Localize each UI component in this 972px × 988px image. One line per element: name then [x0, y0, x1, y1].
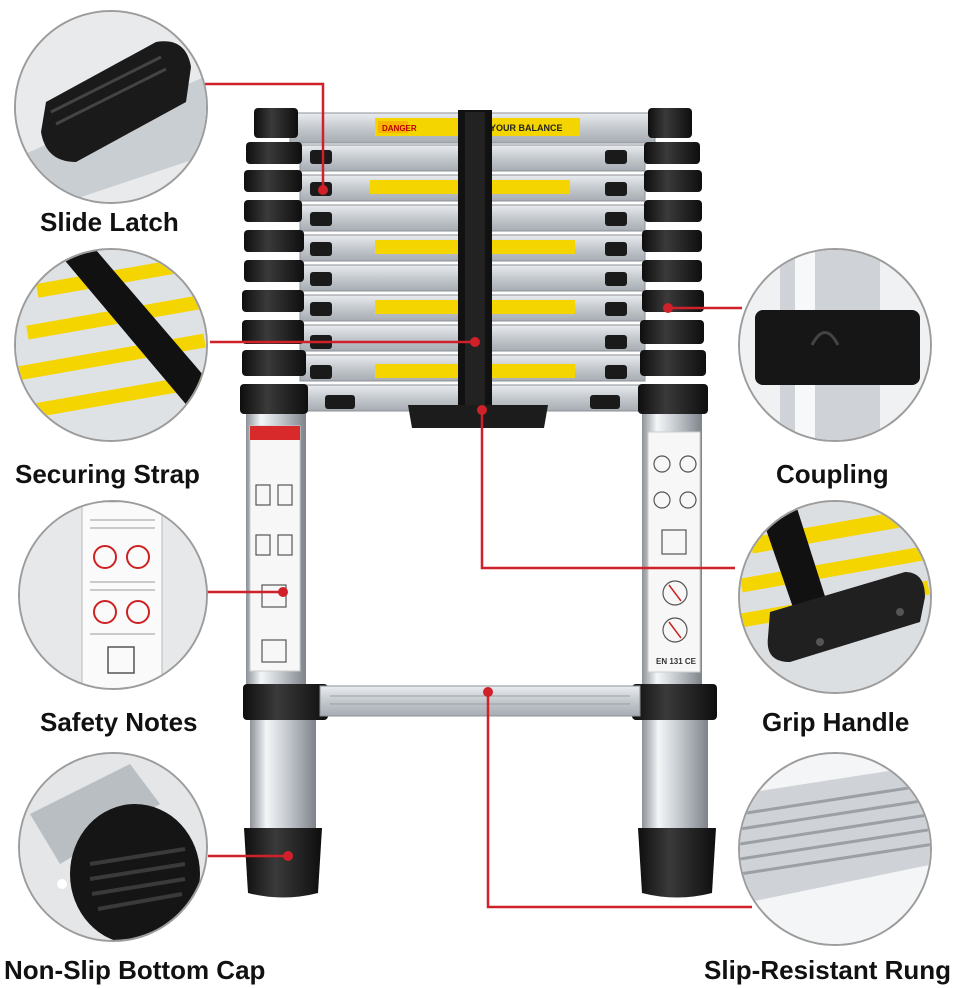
left-lower-coupling: [243, 684, 328, 720]
detail-coupling: [738, 248, 932, 442]
detail-slide-latch: [14, 10, 208, 204]
detail-securing-strap: [14, 248, 208, 442]
label-coupling: Coupling: [776, 459, 889, 489]
bottom-rung: [319, 685, 641, 717]
label-slip-resistant-rung: Slip-Resistant Rung: [704, 955, 952, 985]
callout-dots: [278, 185, 673, 861]
detail-safety-notes: [18, 500, 208, 690]
grip-handle-part: [408, 405, 548, 428]
label-non-slip-bottom-cap: Non-Slip Bottom Cap: [4, 955, 266, 985]
label-securing-strap: Securing Strap: [15, 459, 200, 489]
right-lower-coupling: [632, 684, 717, 720]
right-coupling-stack: [638, 108, 708, 414]
certification-text: EN 131 CE: [656, 657, 697, 666]
label-grip-handle: Grip Handle: [762, 707, 910, 737]
callout-lines: [205, 82, 752, 909]
label-slide-latch: Slide Latch: [40, 207, 179, 237]
detail-grip-handle: [738, 500, 932, 694]
detail-slip-resistant-rung: [738, 752, 932, 946]
left-coupling-stack: [240, 108, 308, 414]
rung-sticker-balance: YOUR BALANCE: [490, 123, 563, 133]
rung-sticker-danger: DANGER: [382, 124, 417, 133]
label-safety-notes: Safety Notes: [40, 707, 198, 737]
detail-bottom-cap: [18, 752, 208, 942]
right-bottom-cap: [638, 828, 716, 898]
left-bottom-cap: [244, 828, 322, 898]
